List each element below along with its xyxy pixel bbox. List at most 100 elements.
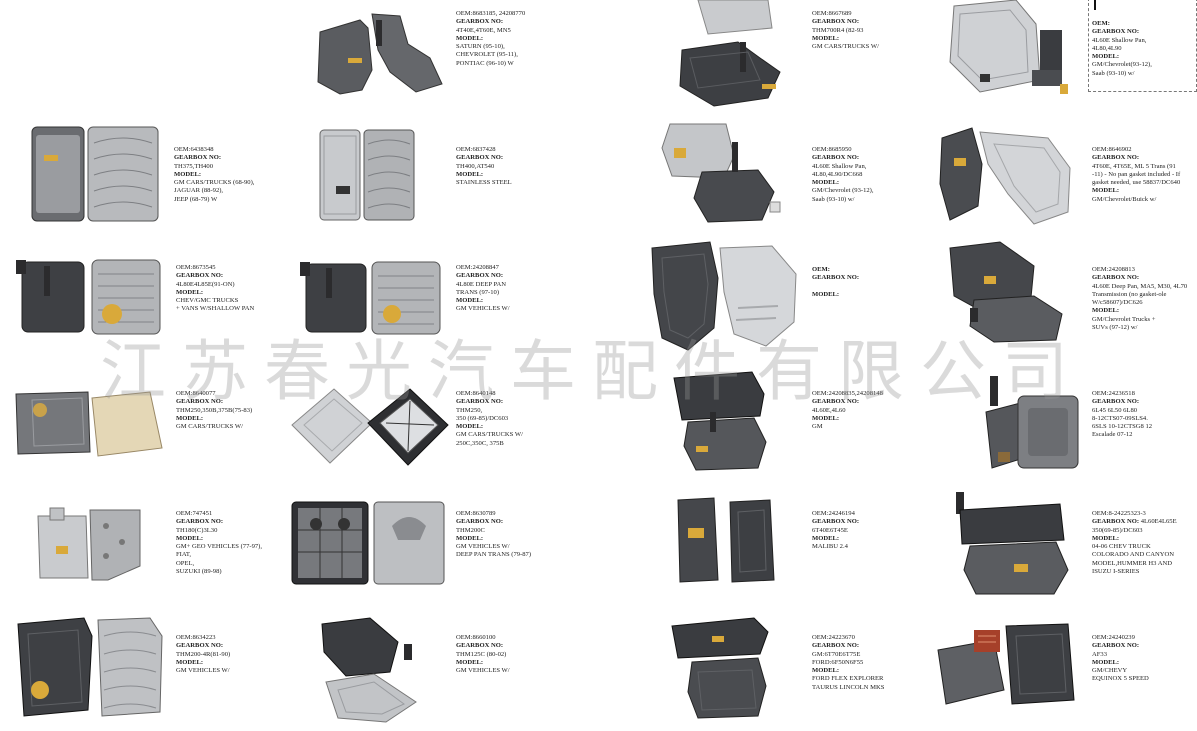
model-label: MODEL: xyxy=(456,534,484,542)
gearbox-label: GEARBOX NO: xyxy=(176,518,224,526)
model-value: SUZUKI (89-98) xyxy=(176,568,222,576)
model-label: MODEL: xyxy=(174,170,202,178)
filter-image xyxy=(949,0,1068,94)
model-label: MODEL: xyxy=(456,297,484,305)
model-value: GM CARS/TRUCKS W/ xyxy=(456,431,523,439)
gearbox-label: GEARBOX NO: xyxy=(812,518,860,526)
gearbox-value: 4L80,4L90 xyxy=(1092,44,1122,52)
oem-number: OEM:24246194 xyxy=(812,510,855,517)
model-label: MODEL: xyxy=(1092,307,1120,315)
gearbox-value: THM200C xyxy=(456,526,485,534)
oem-number: OEM: xyxy=(1092,20,1110,27)
gearbox-value: THM200-4R(81-90) xyxy=(176,650,231,658)
gearbox-label: GEARBOX NO: xyxy=(456,272,504,280)
model-value: CHEVROLET (95-11), xyxy=(456,51,518,59)
filter-image xyxy=(671,617,769,719)
model-value: GM+ GEO VEHICLES (77-97), xyxy=(176,543,263,551)
model-value: GM VEHICLES W/ xyxy=(176,667,230,675)
model-value: + VANS W/SHALLOW PAN xyxy=(176,305,255,313)
model-label: MODEL: xyxy=(812,667,840,675)
model-value: GM/CHEVY xyxy=(1092,667,1128,675)
gearbox-value: TH400,AT540 xyxy=(456,162,495,170)
gearbox-value: THM250, xyxy=(456,406,483,414)
gearbox-label: GEARBOX NO: xyxy=(456,518,504,526)
model-value: GM CARS/TRUCKS W/ xyxy=(176,423,243,431)
gearbox-value: 4L80E4L85E(91-ON) xyxy=(176,280,235,288)
gearbox-value: TRANS (97-10) xyxy=(456,288,500,296)
model-label: MODEL: xyxy=(812,179,840,187)
gearbox-value: -11) - No pan gasket included - If xyxy=(1092,170,1181,178)
oem-number: OEM:8640077 xyxy=(176,390,216,397)
oem-number: OEM:8660100 xyxy=(456,634,496,641)
gearbox-value: 4L60E Shallow Pan, xyxy=(812,162,867,170)
model-value: SATURN (95-10), xyxy=(456,43,505,51)
gearbox-label: GEARBOX NO: xyxy=(1092,154,1140,162)
filter-image xyxy=(291,388,449,466)
model-label: MODEL: xyxy=(456,34,484,42)
model-value: FORD FLEX EXPLORER xyxy=(812,675,884,683)
model-value: GM/Chevrolet (93-12), xyxy=(812,187,874,195)
gearbox-value: 350 (69-85)/DC603 xyxy=(456,414,509,422)
model-value: Saab (93-10) w/ xyxy=(1092,69,1135,77)
model-value: Saab (93-10) w/ xyxy=(812,195,855,203)
model-label: MODEL: xyxy=(1092,187,1120,195)
oem-number: OEM:8634223 xyxy=(176,634,216,641)
gearbox-value: 4L80E DEEP PAN xyxy=(456,280,507,288)
model-label: MODEL: xyxy=(1092,534,1120,542)
oem-number: OEM:8646902 xyxy=(1092,146,1132,153)
gearbox-label: GEARBOX NO: xyxy=(812,398,860,406)
model-value: GM VEHICLES W/ xyxy=(456,543,510,551)
oem-number: OEM:8685950 xyxy=(812,146,852,153)
gearbox-value: GM:6T70E6T75E xyxy=(812,650,861,658)
model-value: EQUINOX 5 SPEED xyxy=(1092,675,1149,683)
filter-image xyxy=(677,497,775,583)
gearbox-label: GEARBOX NO: xyxy=(456,642,504,650)
model-value: GM CARS/TRUCKS W/ xyxy=(812,43,879,51)
model-label: MODEL: xyxy=(456,170,484,178)
model-value: COLORADO AND CANYON xyxy=(1092,551,1175,559)
filter-image xyxy=(661,123,781,223)
oem-number: OEM:24240239 xyxy=(1092,634,1135,641)
model-value: PONTIAC (96-10) W xyxy=(456,59,514,67)
oem-number: OEM:6438348 xyxy=(174,146,214,153)
model-value: OPEL, xyxy=(176,559,195,567)
model-label: MODEL: xyxy=(812,414,840,422)
gearbox-value: 4L60E Shallow Pan, xyxy=(1092,36,1147,44)
gearbox-value: 4T40E,4T60E, MN5 xyxy=(456,26,511,34)
oem-number: OEM: xyxy=(812,266,830,273)
gearbox-value: 8-12CTS07-09SLS4. xyxy=(1092,414,1148,422)
oem-number: OEM:6837428 xyxy=(456,146,496,153)
filter-image xyxy=(673,371,767,471)
model-label: MODEL: xyxy=(176,414,204,422)
gearbox-value: Transmission (no gasket-ole xyxy=(1092,290,1167,298)
model-value: JAGUAR (88-92), xyxy=(174,187,224,195)
model-value: GM VEHICLES W/ xyxy=(456,667,510,675)
model-label: MODEL: xyxy=(176,534,204,542)
gearbox-label: GEARBOX NO: xyxy=(1092,274,1140,282)
divider-mark xyxy=(1094,0,1096,10)
gearbox-value: FORD:6F50N6F55 xyxy=(812,658,864,666)
model-value: JEEP (68-79) W xyxy=(174,195,218,203)
gearbox-value: W/c58607)/DC626 xyxy=(1092,299,1143,307)
filter-image xyxy=(15,391,163,457)
model-label: MODEL: xyxy=(1092,658,1120,666)
oem-number: OEM:8-24225323-3 xyxy=(1092,510,1146,517)
gearbox-value: 6L45 6L50 6L80 xyxy=(1092,406,1138,414)
model-label: MODEL: xyxy=(456,658,484,666)
gearbox-label: GEARBOX NO: xyxy=(176,642,224,650)
model-value: GM/Chevrolet/Buick w/ xyxy=(1092,195,1157,203)
model-value: GM VEHICLES W/ xyxy=(456,305,510,313)
model-value: GM/Chevrolet(93-12), xyxy=(1092,61,1152,69)
filter-image xyxy=(939,127,1071,225)
model-label: MODEL: xyxy=(812,534,840,542)
gearbox-value: TH180(C)3L30 xyxy=(176,526,218,534)
oem-number: OEM:8640148 xyxy=(456,390,496,397)
gearbox-label: GEARBOX NO: xyxy=(812,18,860,26)
gearbox-value: Escalade 07-12 xyxy=(1092,431,1133,439)
gearbox-value: 4L60E Deep Pan, MA5, M30, 4L70 xyxy=(1092,282,1188,290)
model-value: 04-06 CHEV TRUCK xyxy=(1092,543,1151,551)
filter-image xyxy=(37,507,141,581)
model-value: SUVs (97-12) w/ xyxy=(1092,324,1138,332)
filter-image xyxy=(321,617,417,723)
model-label: MODEL: xyxy=(812,290,840,298)
